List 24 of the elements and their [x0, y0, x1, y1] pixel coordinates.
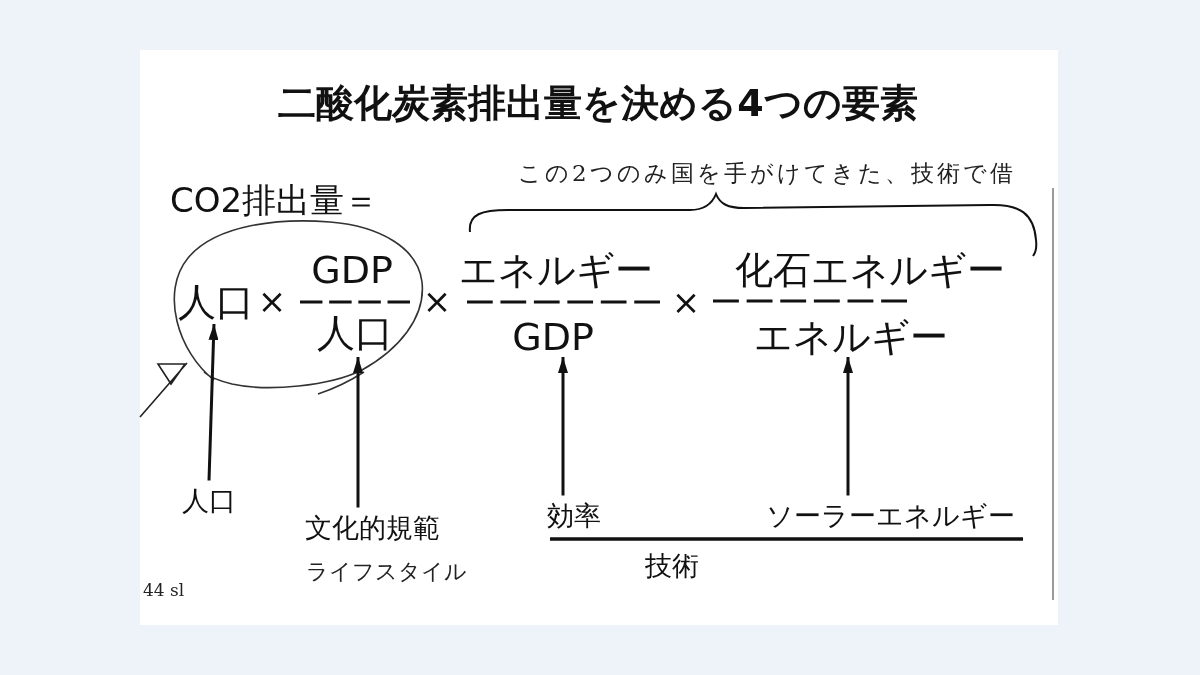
group-label: 技術	[645, 551, 699, 579]
formula-text: CO2排出量＝	[170, 183, 379, 217]
multiply-sign: ×	[671, 285, 701, 319]
formula-term: 人口	[178, 283, 254, 321]
denominator: 人口	[317, 314, 393, 352]
arrow	[353, 357, 363, 508]
factor-label: 文化的規範	[304, 513, 440, 541]
denominator: エネルギー	[754, 318, 948, 356]
numerator: GDP	[311, 251, 393, 289]
factor-label: 人口	[182, 486, 236, 514]
arrow	[843, 357, 853, 496]
factor-label: 効率	[547, 501, 601, 529]
handwritten-note: ライフスタイル	[305, 561, 467, 583]
multiply-sign: ×	[422, 284, 452, 318]
arrow	[207, 323, 219, 481]
handwritten-note: この2つのみ国を手がけてきた、技術で借	[518, 161, 1016, 185]
multiply-sign: ×	[257, 284, 287, 318]
numerator: エネルギー	[459, 251, 653, 289]
numerator: 化石エネルギー	[735, 251, 1005, 289]
factor-label: ソーラーエネルギー	[765, 501, 1015, 529]
denominator: GDP	[512, 318, 594, 356]
title: 二酸化炭素排出量を決める4つの要素	[278, 84, 918, 122]
handwritten-note: 44 sl	[143, 581, 185, 599]
arrow	[558, 357, 568, 496]
